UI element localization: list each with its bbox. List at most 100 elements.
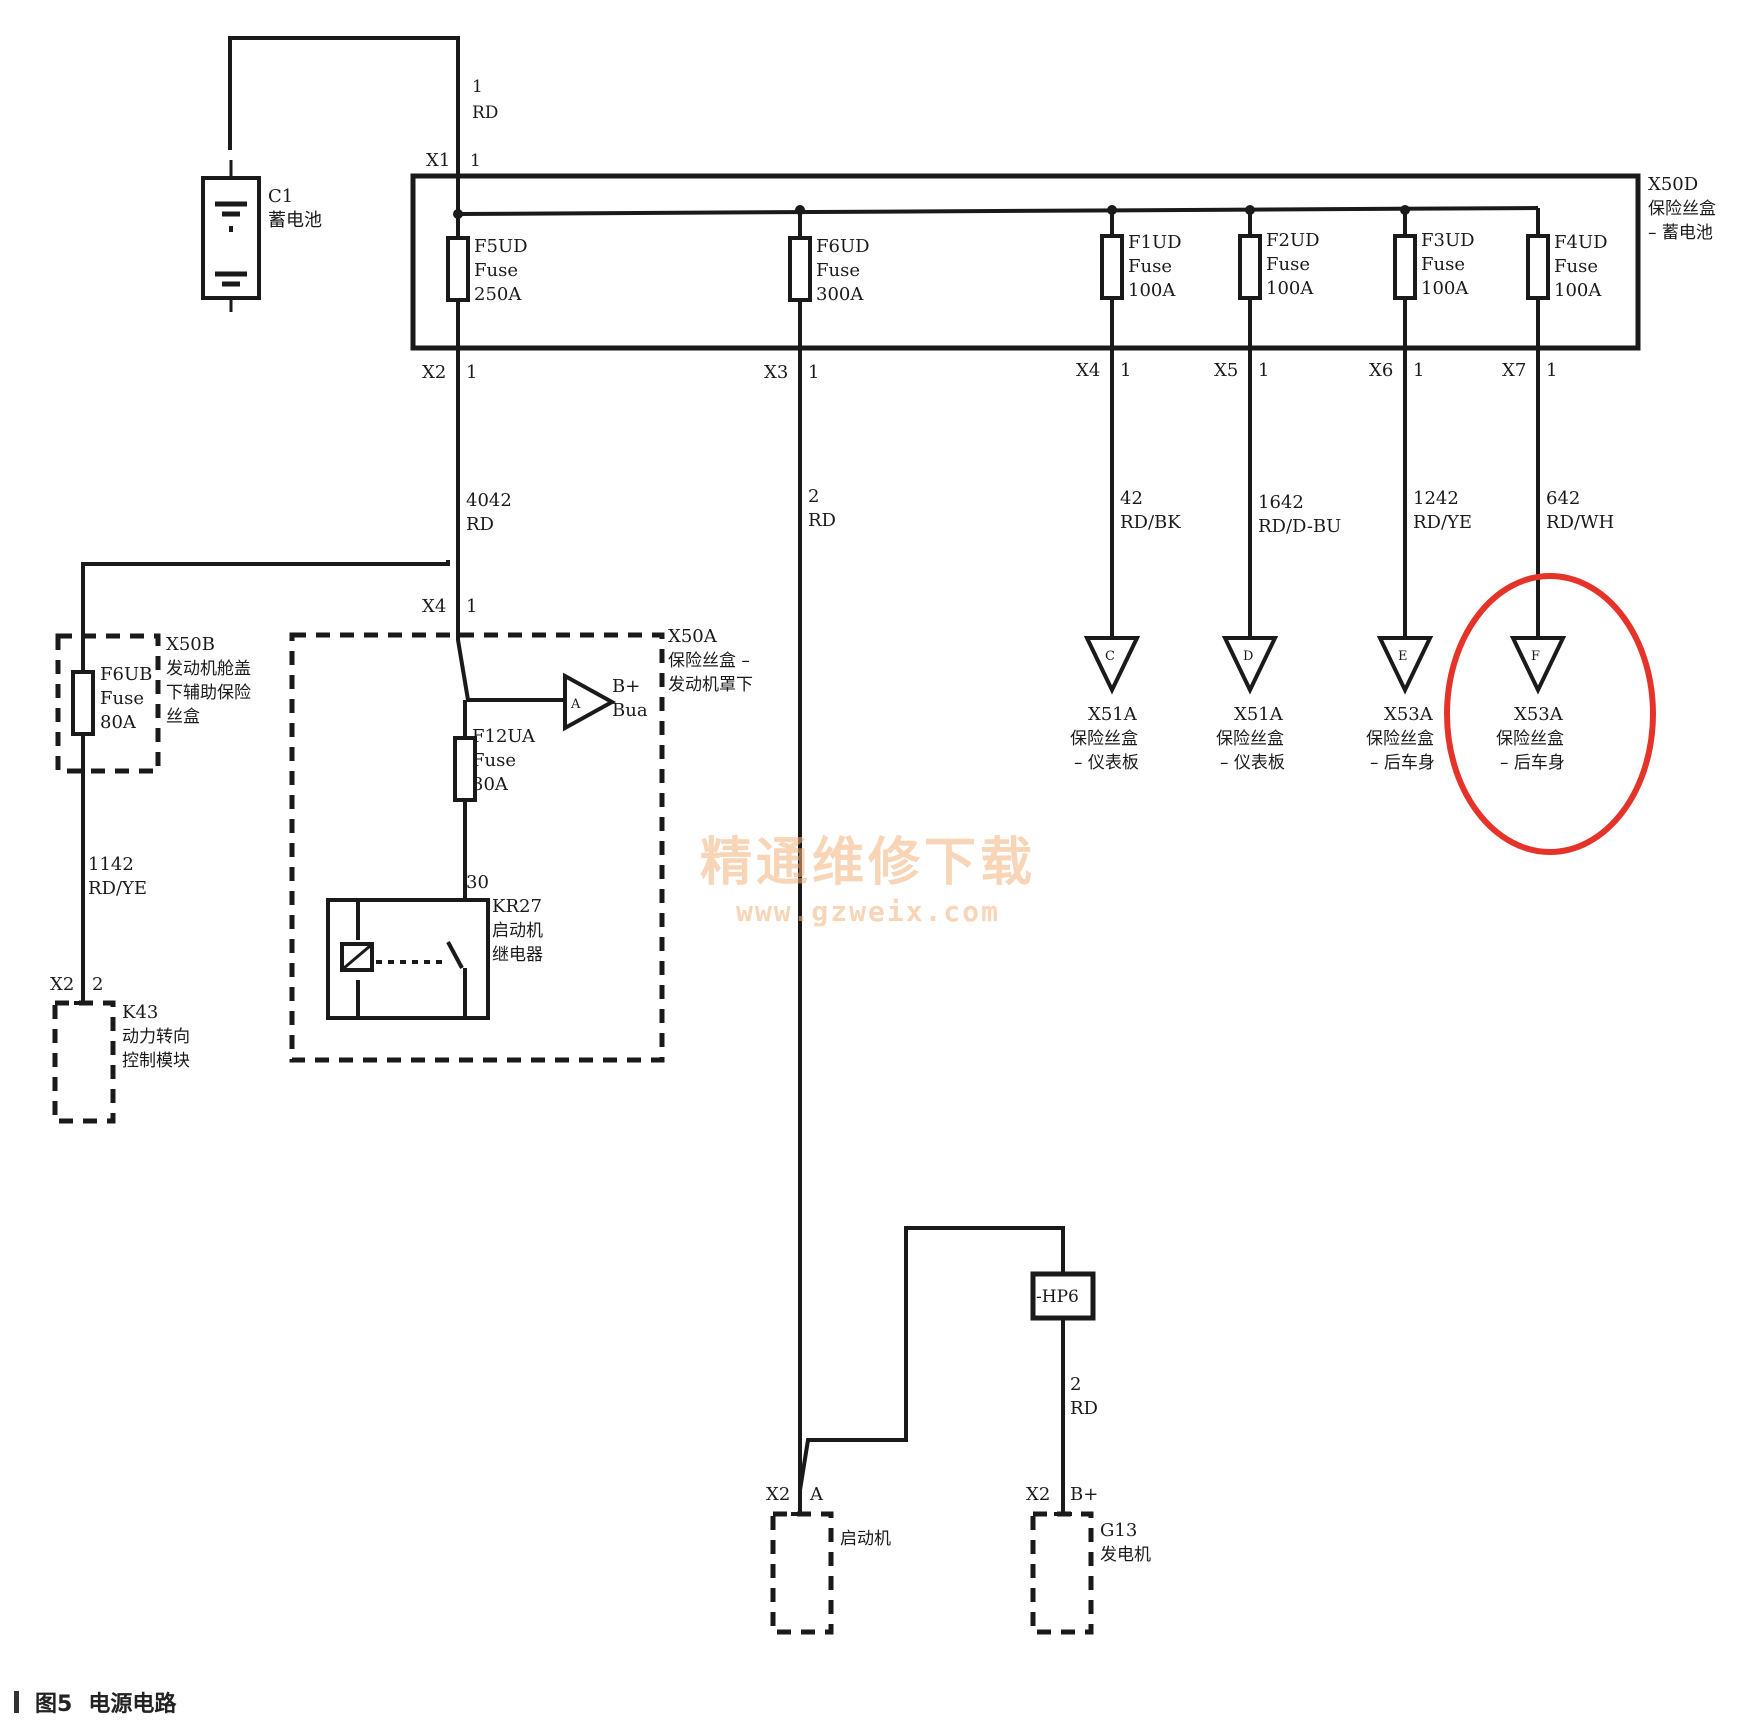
diagram-label: 100A — [1266, 278, 1314, 299]
diagram-label: RD — [808, 510, 836, 531]
diagram-label: 2 — [92, 974, 103, 995]
diagram-label: 保险丝盒 — [1070, 729, 1138, 749]
diagram-label: F2UD — [1266, 230, 1320, 251]
aux-feed-wire — [81, 560, 450, 640]
diagram-label: 100A — [1554, 280, 1602, 301]
x1-pin: 1 — [470, 151, 481, 171]
diagram-label: 1 — [1258, 360, 1269, 381]
diagram-label: F5UD — [474, 236, 528, 257]
diagram-label: 保险丝盒 – — [668, 651, 750, 671]
f6ub-fuse-symbol — [71, 670, 95, 736]
diagram-label: E — [1398, 649, 1408, 664]
fuse-box-battery-name2: – 蓄电池 — [1648, 223, 1713, 243]
diagram-label: X51A — [1088, 704, 1138, 725]
diagram-label: Fuse — [1421, 254, 1465, 275]
diagram-label: 继电器 — [492, 945, 543, 965]
fuse-labels: F5UD Fuse 250A F6UD Fuse 300A F1UD Fuse … — [474, 230, 1608, 305]
fuse-box-battery-outline — [410, 173, 1641, 351]
diagram-label: 642 — [1546, 488, 1580, 509]
diagram-label: G13 — [1100, 1520, 1137, 1541]
diagram-label: F1UD — [1128, 232, 1182, 253]
bplus-triangle — [563, 672, 617, 732]
diagram-label: 2 — [808, 486, 819, 507]
diagram-label: 1642 — [1258, 492, 1304, 513]
diagram-label: 发电机 — [1100, 1545, 1151, 1565]
diagram-label: 250A — [474, 284, 522, 305]
diagram-label: 控制模块 — [122, 1051, 190, 1071]
diagram-label: KR27 — [492, 896, 542, 917]
diagram-label: 4042 — [466, 490, 512, 511]
x1-conn: X1 — [426, 150, 450, 171]
diagram-label: F4UD — [1554, 232, 1608, 253]
bus-bar — [457, 206, 1539, 216]
wire-labels: 4042 RD 2 RD 42 RD/BK 1642 RD/D-BU 1242 … — [88, 486, 1614, 1419]
fuse-box-battery-name1: 保险丝盒 — [1648, 199, 1716, 219]
diagram-label: 30A — [472, 774, 509, 795]
diagram-label: 保险丝盒 — [1366, 729, 1434, 749]
diagram-label: X50B — [166, 634, 215, 655]
diagram-label: X5 — [1214, 360, 1238, 381]
diagram-label: F — [1531, 649, 1540, 664]
diagram-label: 动力转向 — [122, 1027, 190, 1047]
diagram-label: 1 — [466, 362, 477, 383]
diagram-label: 1 — [808, 362, 819, 383]
diagram-label: 启动机 — [492, 921, 543, 941]
diagram-label: 1 — [1546, 360, 1557, 381]
diagram-label: Fuse — [1266, 254, 1310, 275]
diagram-label: 保险丝盒 — [1496, 729, 1564, 749]
diagram-label: RD/WH — [1546, 512, 1614, 533]
diagram-label: Fuse — [100, 688, 144, 709]
generator-outline — [1030, 1511, 1094, 1635]
aux-fuse-box-labels: X50B 发动机舱盖 下辅助保险 丝盒 F6UB Fuse 80A — [100, 634, 251, 733]
diagram-label: 30 — [466, 872, 489, 893]
diagram-label: X7 — [1502, 360, 1526, 381]
diagram-label: F6UB — [100, 664, 152, 685]
battery-lead-wire — [228, 36, 460, 214]
diagram-label: Bua — [612, 700, 648, 721]
diagram-label: 1142 — [88, 854, 134, 875]
diagram-label: 丝盒 — [166, 707, 200, 727]
diagram-label: X3 — [764, 362, 788, 383]
diagram-label: X2 — [766, 1484, 790, 1505]
diagram-label: 启动机 — [840, 1529, 891, 1549]
diagram-label: C — [1105, 649, 1115, 664]
diagram-label: 80A — [100, 712, 137, 733]
diagram-label: RD/BK — [1120, 512, 1181, 533]
diagram-label: – 仪表板 — [1220, 753, 1285, 773]
diagram-label: A — [809, 1484, 824, 1505]
diagram-label: 2 — [1070, 1374, 1081, 1395]
diagram-label: F12UA — [472, 726, 536, 747]
diagram-label: K43 — [122, 1002, 158, 1023]
diagram-label: X53A — [1384, 704, 1434, 725]
starter-relay-symbol — [326, 898, 490, 1020]
diagram-label: -HP6 — [1036, 1287, 1079, 1307]
battery-wire-color: RD — [472, 103, 498, 123]
diagram-label: – 后车身 — [1370, 753, 1435, 773]
diagram-label: – 仪表板 — [1074, 753, 1139, 773]
diagram-label: X2 — [1026, 1484, 1050, 1505]
diagram-label: 发动机罩下 — [668, 675, 753, 695]
battery-id: C1 — [268, 186, 293, 207]
fuse-symbols — [446, 234, 1550, 302]
engine-fuse-box-labels: X4 1 X50A 保险丝盒 – 发动机罩下 A B+ Bua F12UA Fu… — [422, 596, 753, 965]
diagram-label: 100A — [1128, 280, 1176, 301]
battery-wire-pin: 1 — [472, 77, 483, 97]
destination-triangles — [1083, 636, 1567, 695]
battery-name: 蓄电池 — [268, 210, 322, 231]
diagram-label: F6UD — [816, 236, 870, 257]
power-steering-module-outline — [52, 1000, 116, 1124]
diagram-label: A — [570, 697, 581, 712]
output-connector-labels: X2 1 X3 1 X4 1 X5 1 X6 1 X7 1 — [422, 360, 1557, 383]
diagram-label: RD — [466, 514, 494, 535]
figure-caption: 图5 电源电路 — [14, 1686, 176, 1718]
diagram-label: RD/D-BU — [1258, 516, 1341, 537]
diagram-label: RD/YE — [88, 878, 147, 899]
caption-title: 电源电路 — [88, 1692, 177, 1717]
diagram-label: 42 — [1120, 488, 1143, 509]
diagram-label: X6 — [1369, 360, 1393, 381]
diagram-label: 1 — [1413, 360, 1424, 381]
caption-figure-number: 图5 — [35, 1692, 73, 1717]
diagram-label: Fuse — [1554, 256, 1598, 277]
battery-symbol — [201, 176, 261, 300]
